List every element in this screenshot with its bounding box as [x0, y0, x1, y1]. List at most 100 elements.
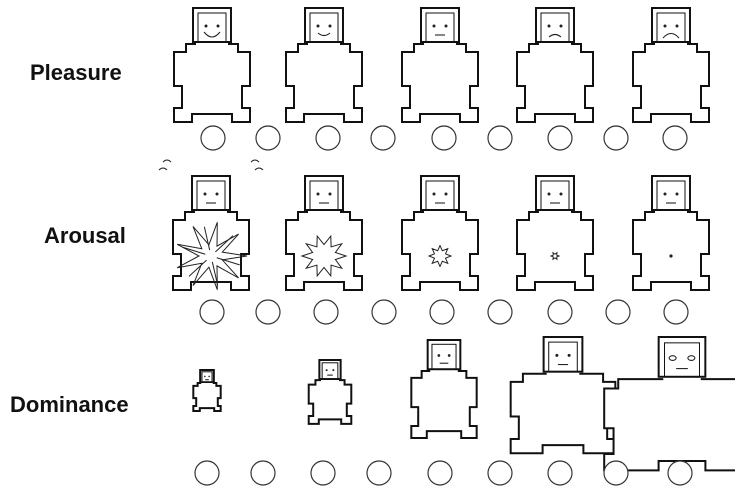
face-frame: [196, 180, 226, 211]
torso: [192, 381, 222, 413]
head: [304, 7, 344, 43]
dominance-radio-9[interactable]: [667, 460, 693, 486]
pleasure-figure-3: [401, 7, 479, 123]
head: [651, 175, 691, 211]
arousal-radio-3[interactable]: [313, 299, 339, 325]
face-frame: [431, 343, 457, 370]
head: [191, 175, 231, 211]
left-eye: [204, 24, 208, 28]
head: [651, 7, 691, 43]
motion-mark: [158, 167, 168, 171]
right-eye: [675, 192, 679, 196]
torso: [173, 43, 251, 123]
dominance-figure-5: [603, 336, 735, 472]
right-eye: [675, 24, 679, 28]
pleasure-radio-6[interactable]: [487, 125, 513, 151]
pleasure-radio-3[interactable]: [315, 125, 341, 151]
left-eye: [432, 24, 436, 28]
torso: [401, 43, 479, 123]
face-frame: [548, 341, 578, 373]
dominance-radio-8[interactable]: [603, 460, 629, 486]
dominance-radio-7[interactable]: [547, 460, 573, 486]
arousal-radio-5[interactable]: [429, 299, 455, 325]
pleasure-radio-5[interactable]: [431, 125, 457, 151]
motion-mark: [254, 167, 264, 171]
arousal-figure-2: [285, 175, 363, 291]
left-eye: [663, 192, 667, 196]
dominance-radio-6[interactable]: [487, 460, 513, 486]
face-frame: [321, 362, 339, 380]
dominance-label: Dominance: [10, 392, 129, 417]
pleasure-radio-9[interactable]: [662, 125, 688, 151]
mouth: [203, 31, 221, 38]
arousal-radio-8[interactable]: [605, 299, 631, 325]
right-eye: [332, 369, 335, 372]
burst-ray: [216, 257, 240, 266]
right-eye: [328, 192, 332, 196]
arousal-radio-7[interactable]: [547, 299, 573, 325]
left-eye: [432, 192, 436, 196]
left-eye: [547, 192, 551, 196]
arousal-figure-1: [158, 159, 264, 291]
left-eye: [437, 354, 441, 357]
face-frame: [664, 342, 700, 378]
motion-mark: [162, 159, 172, 163]
dominance-figure-4: [509, 336, 617, 455]
burst-ray: [203, 226, 211, 251]
face-frame: [656, 180, 686, 211]
right-eye: [567, 353, 571, 357]
motion-mark: [250, 159, 260, 163]
face-frame: [425, 180, 455, 211]
right-eye: [444, 24, 448, 28]
dominance-radio-2[interactable]: [250, 460, 276, 486]
arousal-radio-6[interactable]: [487, 299, 513, 325]
dominance-radio-4[interactable]: [366, 460, 392, 486]
dominance-radio-3[interactable]: [310, 460, 336, 486]
pleasure-radio-1[interactable]: [200, 125, 226, 151]
arousal-radio-9[interactable]: [663, 299, 689, 325]
head: [535, 175, 575, 211]
head: [304, 175, 344, 211]
arousal-dot: [669, 254, 673, 258]
pleasure-radio-4[interactable]: [370, 125, 396, 151]
dominance-figure-1: [192, 369, 222, 413]
arousal-figure-4: [516, 175, 594, 291]
pleasure-figure-1: [173, 7, 251, 123]
left-eye: [547, 24, 551, 28]
right-eye: [559, 192, 563, 196]
arousal-burst: [549, 251, 561, 261]
face-frame: [309, 180, 339, 211]
head: [426, 339, 462, 371]
dominance-figure-2: [307, 359, 353, 425]
burst-ray: [182, 246, 206, 255]
face-frame: [197, 12, 227, 43]
arousal-figure-3: [401, 175, 479, 291]
dominance-radio-1[interactable]: [194, 460, 220, 486]
burst-ray: [215, 235, 234, 253]
torso: [401, 211, 479, 291]
pleasure-radio-2[interactable]: [255, 125, 281, 151]
pleasure-figure-5: [632, 7, 710, 123]
left-eye: [325, 369, 328, 372]
right-eye: [447, 354, 451, 357]
head: [657, 336, 707, 378]
left-eye: [316, 24, 320, 28]
dominance-radio-5[interactable]: [427, 460, 453, 486]
face-frame: [540, 12, 570, 43]
torso: [509, 372, 617, 455]
arousal-figure-5: [632, 175, 710, 291]
mouth: [662, 32, 680, 39]
face-frame: [201, 371, 213, 383]
pleasure-radio-8[interactable]: [603, 125, 629, 151]
left-eye: [316, 192, 320, 196]
arousal-radio-2[interactable]: [255, 299, 281, 325]
right-eye: [216, 24, 220, 28]
arousal-radio-1[interactable]: [199, 299, 225, 325]
pleasure-radio-7[interactable]: [547, 125, 573, 151]
torso: [632, 211, 710, 291]
burst-ray: [188, 259, 207, 277]
mouth: [548, 33, 562, 38]
torso: [603, 378, 735, 472]
arousal-radio-4[interactable]: [371, 299, 397, 325]
